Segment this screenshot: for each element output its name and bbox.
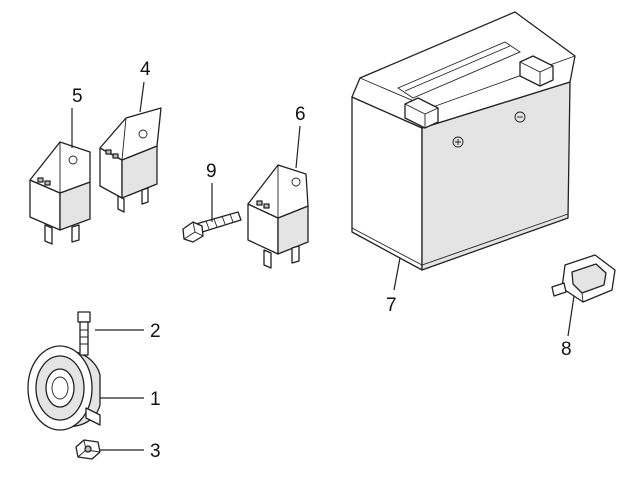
callout-5: 5 [72,86,83,107]
relay-4 [99,107,162,213]
callout-9: 9 [206,161,217,182]
callout-7: 7 [386,295,397,316]
callout-4: 4 [140,59,151,80]
bolt-9 [182,211,242,243]
bracket-8 [551,254,616,303]
leader-lines [71,81,575,451]
callout-2: 2 [150,321,161,342]
nut-3 [75,439,101,460]
relay-6 [247,164,309,269]
screw-2 [77,311,91,356]
callout-1: 1 [150,389,161,410]
callout-3: 3 [150,441,161,462]
callout-labels: 1 2 3 4 5 6 7 8 9 [72,59,572,462]
callout-6: 6 [295,104,306,125]
horn [27,345,101,431]
callout-8: 8 [561,339,572,360]
battery [351,11,576,271]
relay-5 [29,141,91,245]
